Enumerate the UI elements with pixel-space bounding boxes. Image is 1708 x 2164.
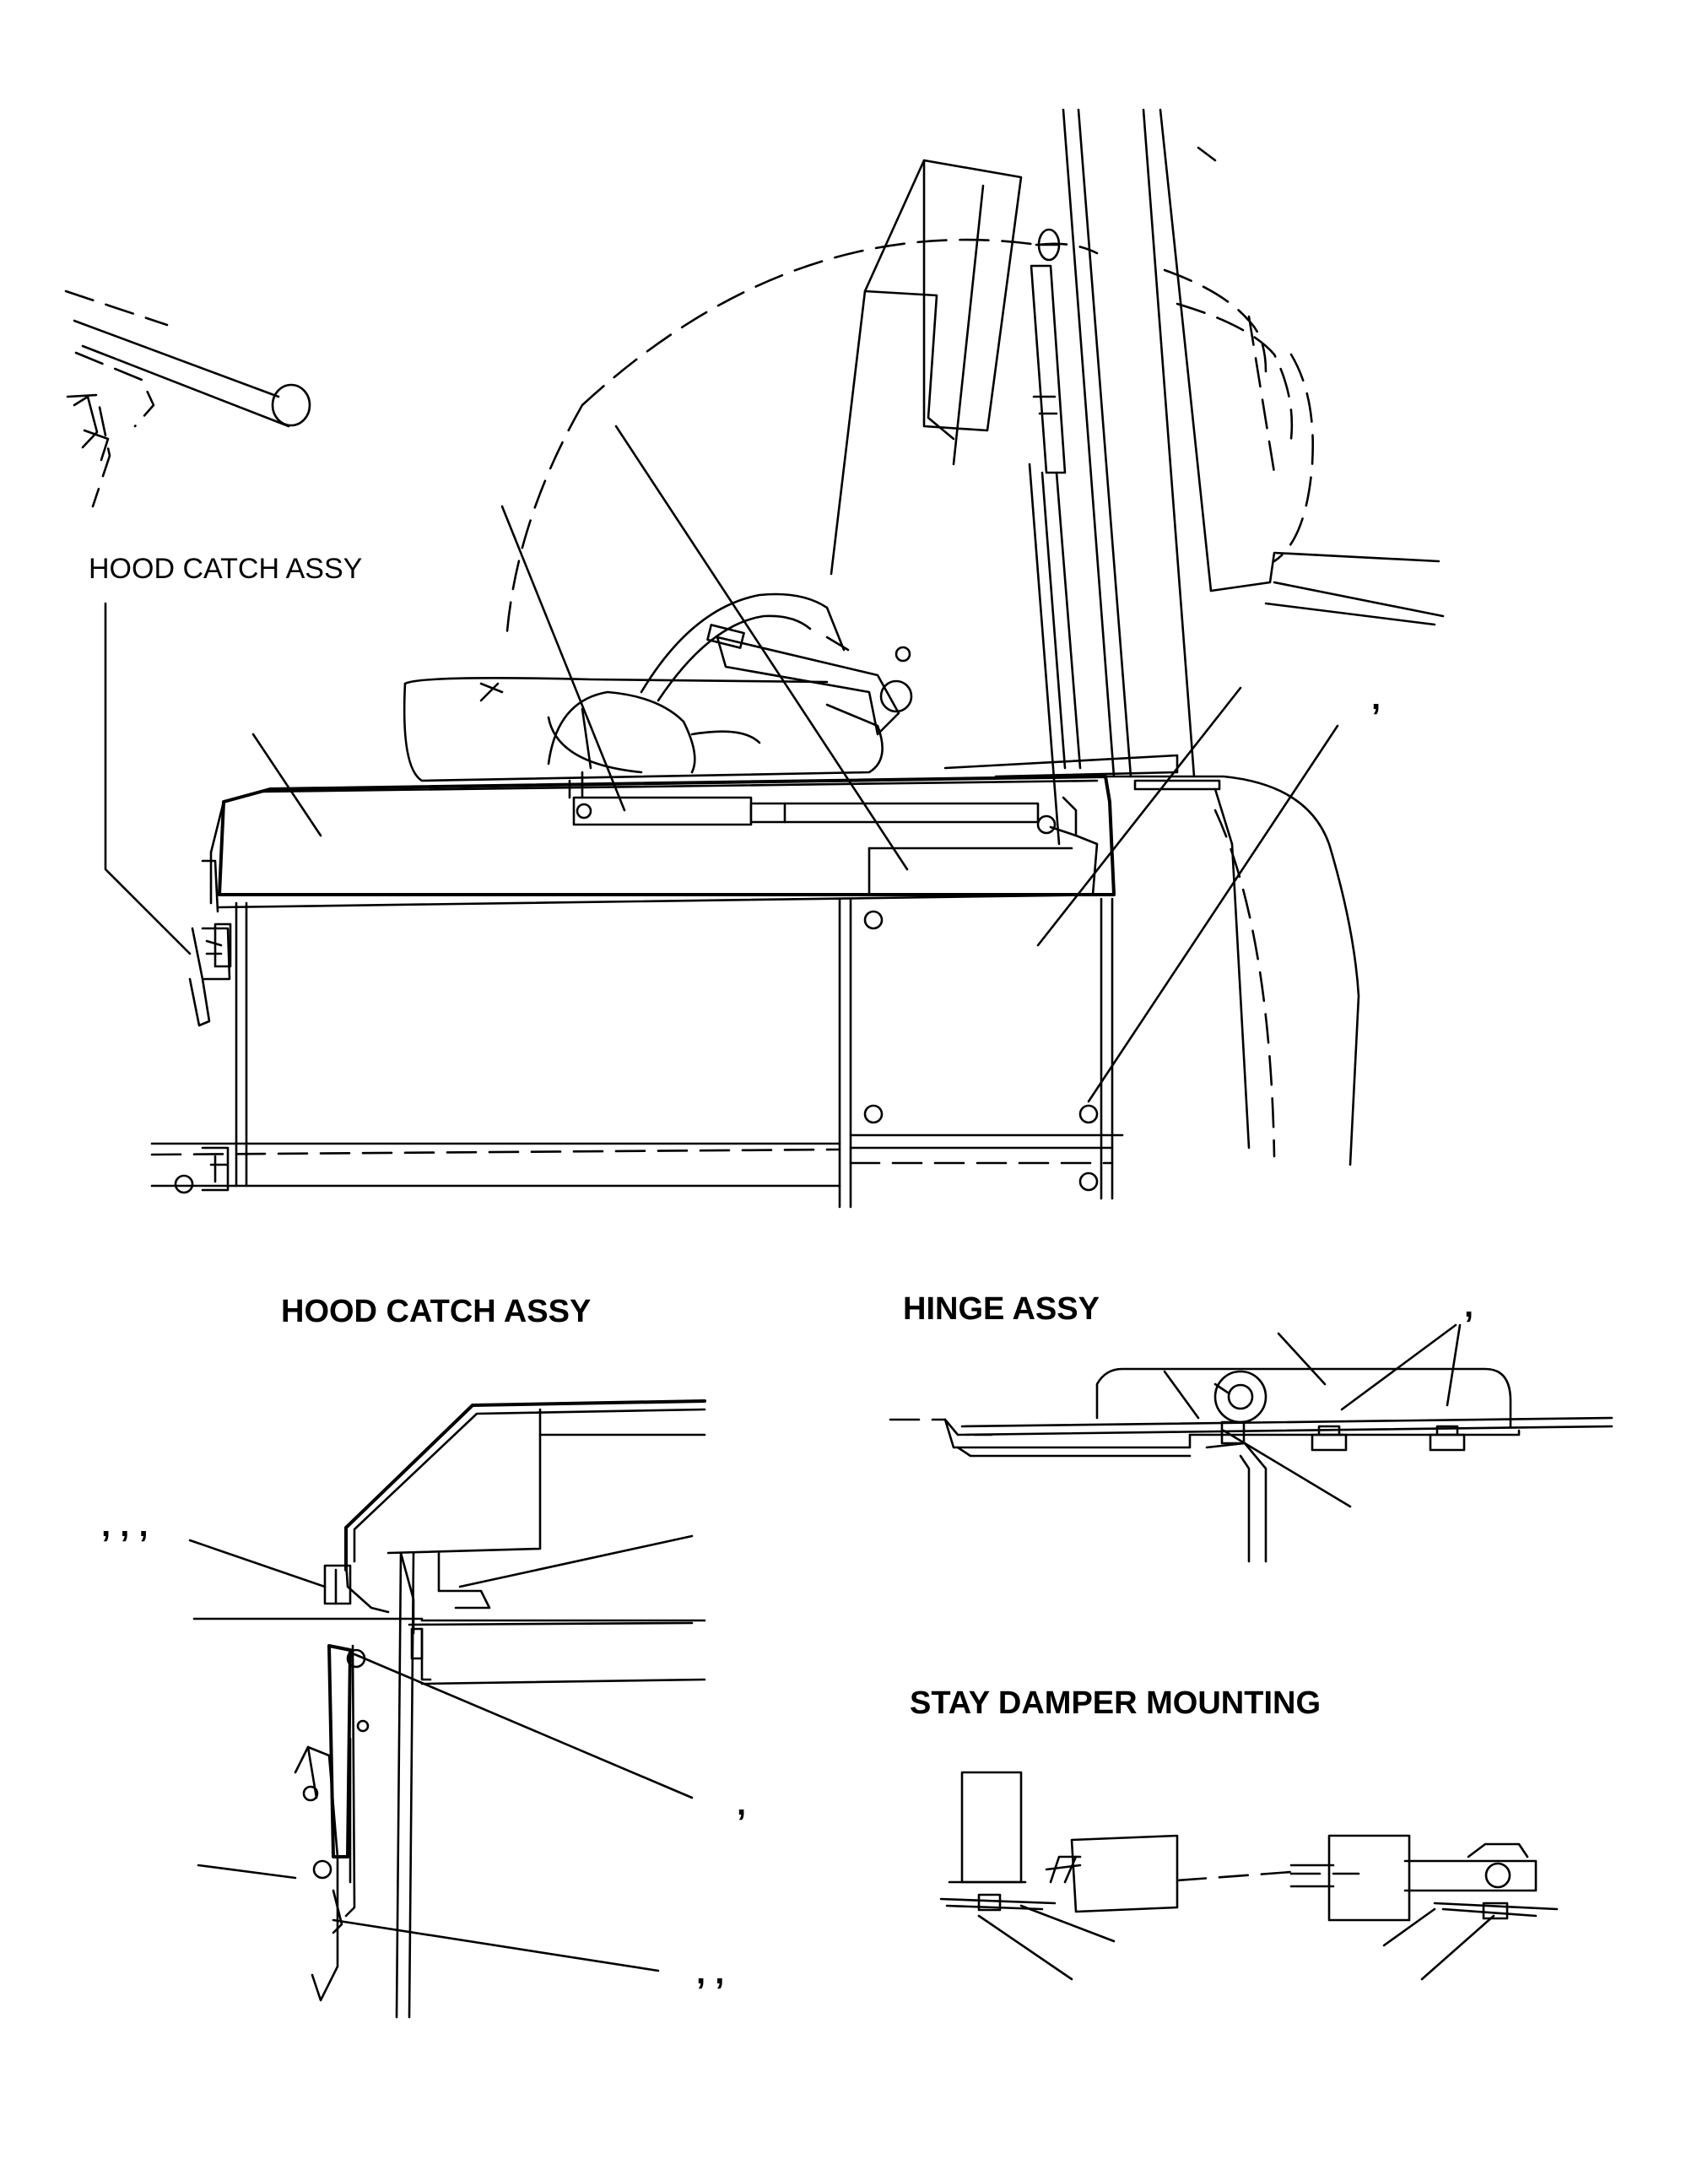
detail-hinge-drawing <box>889 1323 1613 1563</box>
hood-catch-mark-mid: , <box>737 1785 747 1822</box>
main-assembly-view <box>64 108 1445 1209</box>
main-leader-lines <box>104 425 1339 1103</box>
main-callout-hood-catch: HOOD CATCH ASSY <box>89 553 363 585</box>
detail-title-stay-damper: STAY DAMPER MOUNTING <box>910 1685 1322 1721</box>
detail-stay-damper-drawing <box>939 1771 1559 1981</box>
detail-title-hood-catch: HOOD CATCH ASSY <box>281 1294 592 1329</box>
left-handrail <box>64 289 311 508</box>
operator-seat <box>403 159 1221 791</box>
main-callout-mark: , <box>1371 679 1381 717</box>
horizontal-stay-damper <box>568 771 1099 896</box>
hood-panel <box>209 775 1360 1166</box>
hood-catch-mark-top: , , , <box>101 1507 149 1544</box>
vertical-stay-damper <box>1030 228 1082 770</box>
hood-catch-main <box>188 859 232 1027</box>
hood-catch-mark-bottom: , , <box>696 1954 725 1991</box>
detail-hood-catch-drawing <box>188 1399 706 2019</box>
lower-body <box>150 897 1124 1209</box>
rops-frame <box>1028 108 1445 846</box>
hood-swing-arc <box>581 238 1040 407</box>
detail-title-hinge: HINGE ASSY <box>903 1291 1100 1327</box>
hinge-mark: , <box>1464 1287 1474 1324</box>
